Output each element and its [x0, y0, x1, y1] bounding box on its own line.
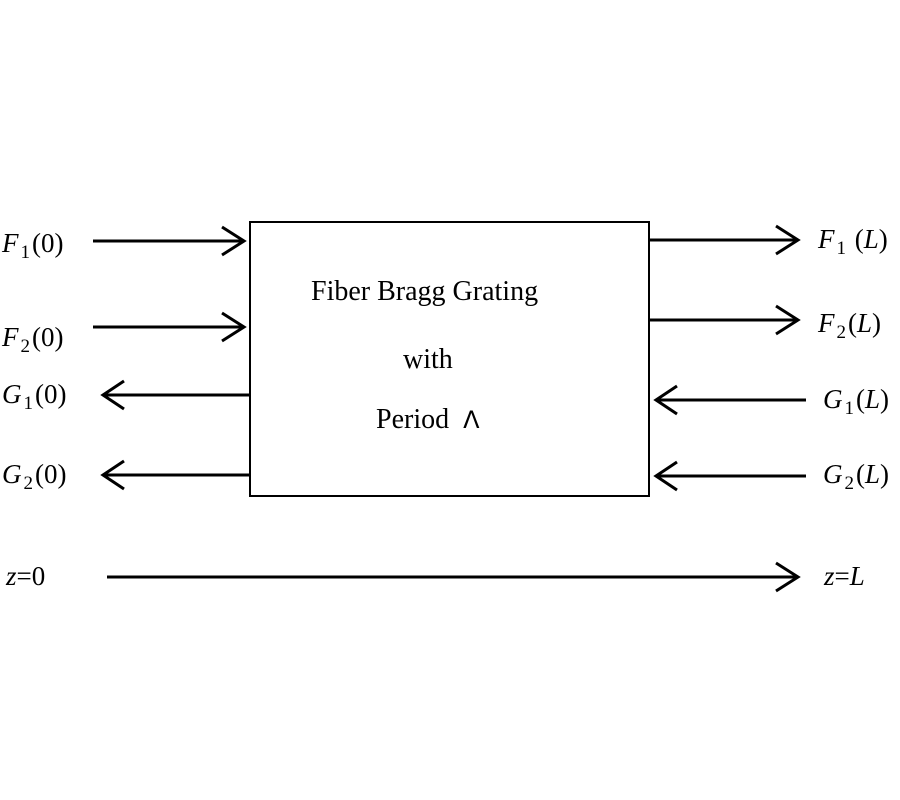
label-sub: 2	[836, 322, 847, 343]
period-symbol: Λ	[463, 406, 480, 434]
z-axis-arrow	[107, 561, 801, 593]
label-sub: 1	[844, 398, 855, 419]
label-arg: (0)	[32, 322, 64, 352]
paren-close: )	[878, 224, 888, 254]
label-sub: 2	[844, 473, 855, 494]
label-sub: 1	[23, 393, 34, 414]
label-sub: 1	[836, 238, 847, 259]
label-arg-var: L	[865, 459, 881, 489]
label-arg: (0)	[32, 228, 64, 258]
paren-open: (	[856, 384, 865, 414]
axis-var: z	[824, 561, 835, 591]
label-var: G	[823, 384, 843, 414]
paren-close: )	[880, 384, 890, 414]
axis-var: z	[6, 561, 17, 591]
label-var: G	[823, 459, 843, 489]
period-label: Period	[376, 404, 450, 435]
label-arg: (0)	[35, 459, 67, 489]
box-title-line1: Fiber Bragg Grating	[311, 276, 539, 307]
paren-open: (	[848, 308, 857, 338]
axis-val: L	[849, 561, 865, 591]
label-sub: 2	[23, 473, 34, 494]
paren-close: )	[872, 308, 882, 338]
paren-open: (	[856, 459, 865, 489]
label-var: G	[2, 379, 22, 409]
label-sub: 1	[20, 242, 31, 263]
label-var: F	[2, 322, 19, 352]
box-title-line3: Period Λ	[376, 406, 480, 434]
arrow-f2-out	[649, 304, 801, 336]
label-var: G	[2, 459, 22, 489]
arrow-g2-out	[100, 459, 251, 491]
label-sub: 2	[20, 336, 31, 357]
axis-start-label: z=0	[6, 563, 45, 590]
arrow-f1-in	[93, 225, 247, 257]
paren-close: )	[880, 459, 890, 489]
label-arg-var: L	[865, 384, 881, 414]
axis-eq: =	[834, 561, 850, 591]
arrow-g1-out	[100, 379, 251, 411]
box-title-line2: with	[403, 344, 453, 375]
arrow-f1-out	[649, 224, 801, 256]
arrow-f2-in	[93, 311, 247, 343]
label-arg-var: L	[857, 308, 873, 338]
arrow-g2-in	[653, 460, 806, 492]
label-var: F	[2, 228, 19, 258]
axis-eq: =0	[16, 561, 46, 591]
label-arg: (0)	[35, 379, 67, 409]
paren-open: (	[854, 224, 864, 254]
label-var: F	[818, 308, 835, 338]
label-var: F	[818, 224, 835, 254]
arrow-g1-in	[653, 384, 806, 416]
axis-end-label: z=L	[824, 563, 865, 590]
grating-box	[249, 221, 650, 497]
label-arg-var: L	[863, 224, 879, 254]
